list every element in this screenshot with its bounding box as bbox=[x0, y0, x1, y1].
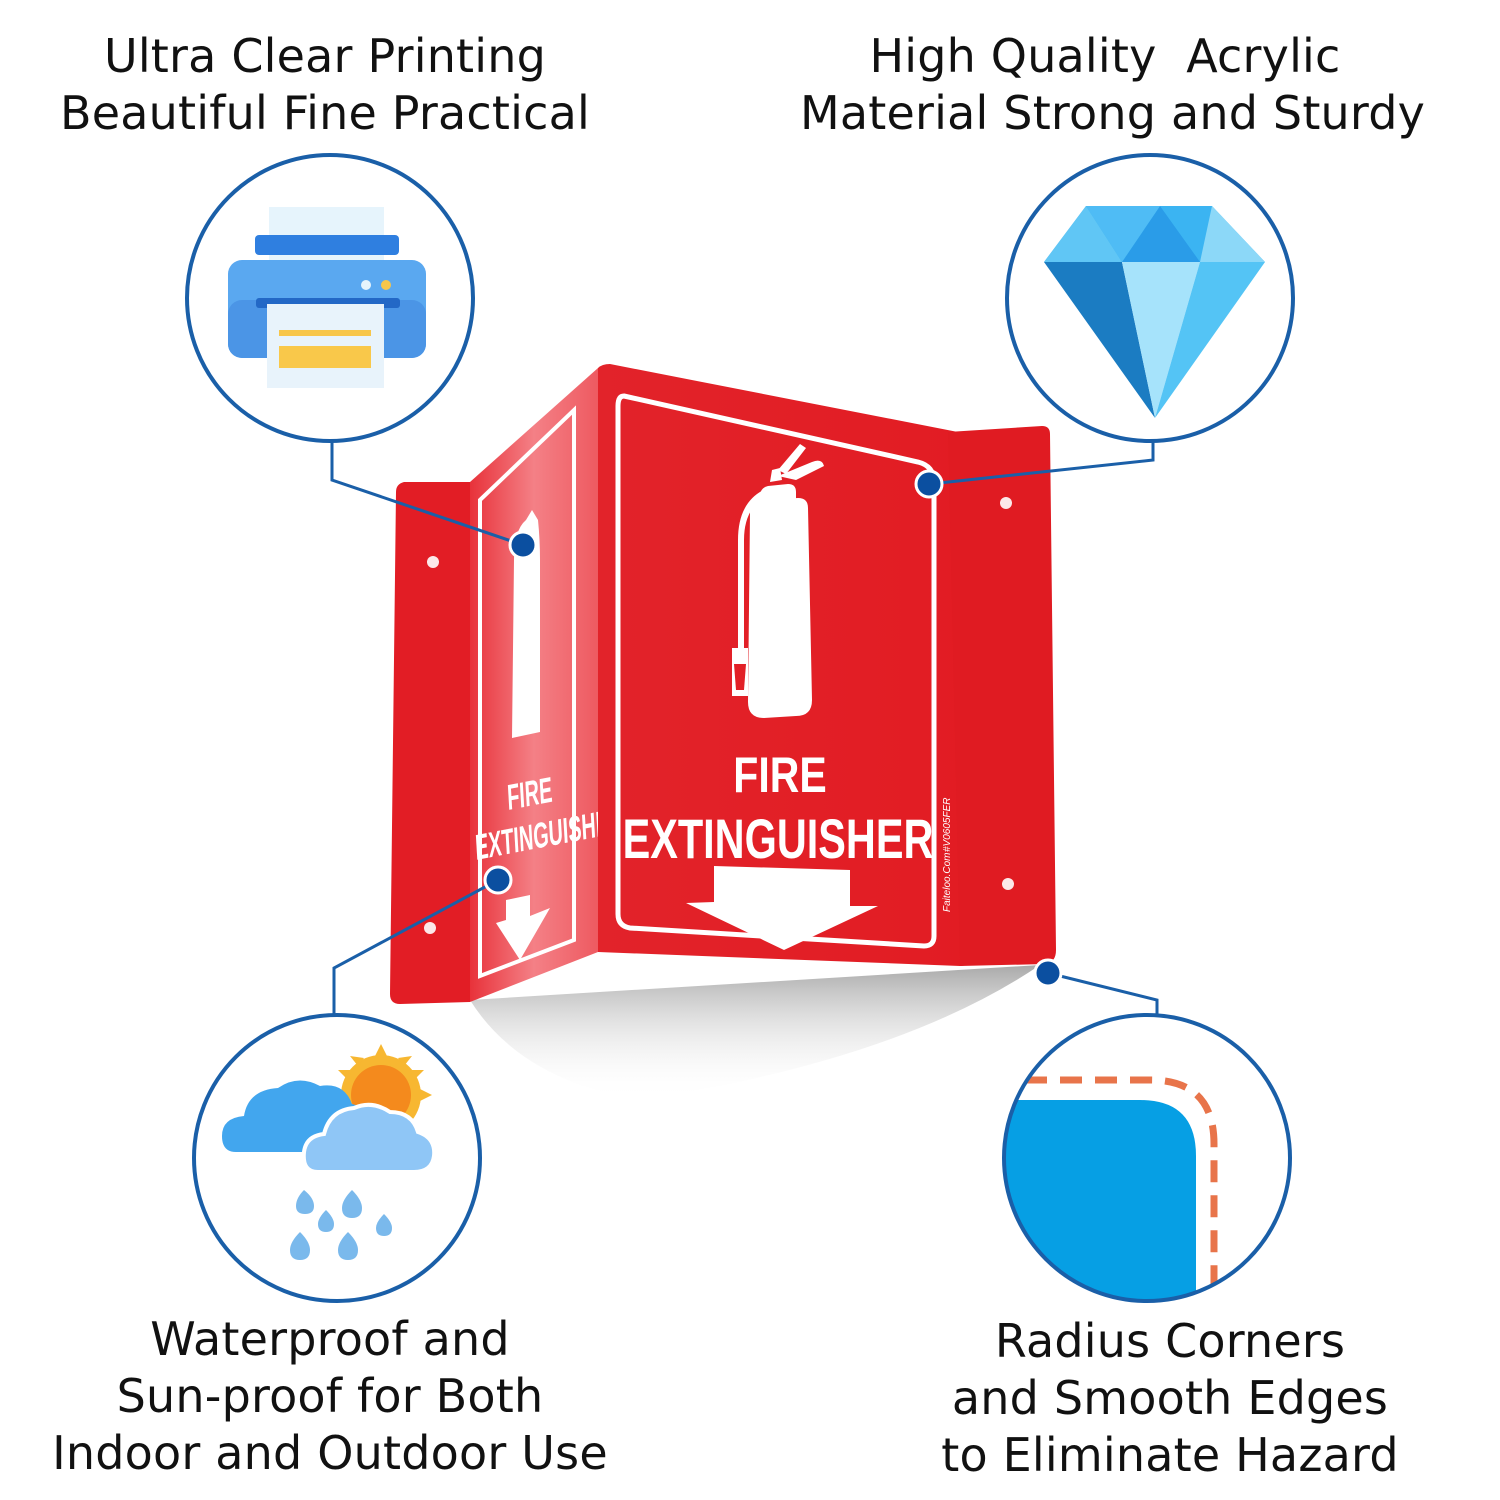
callout-circle-corners bbox=[1002, 1013, 1292, 1303]
sign-title-line1: FIRE bbox=[733, 747, 826, 803]
callout-line-weather bbox=[332, 878, 499, 1016]
callout-line-material bbox=[929, 440, 1155, 486]
feature-text-material: High Quality Acrylic Material Strong and… bbox=[800, 28, 1426, 142]
feature-line: Beautiful Fine Practical bbox=[60, 86, 590, 140]
feature-text-printing: Ultra Clear Printing Beautiful Fine Prac… bbox=[40, 28, 610, 142]
rounded-corner-icon bbox=[1005, 1076, 1218, 1300]
feature-line: Waterproof and bbox=[150, 1312, 510, 1366]
feature-text-weatherproof: Waterproof and Sun-proof for Both Indoor… bbox=[30, 1311, 630, 1482]
feature-line: to Eliminate Hazard bbox=[941, 1428, 1399, 1482]
cloud-icon bbox=[222, 1080, 437, 1174]
feature-line: Material Strong and Sturdy bbox=[800, 86, 1426, 140]
left-panel-arrow bbox=[496, 895, 550, 960]
raindrops-icon bbox=[290, 1190, 392, 1260]
feature-line: Radius Corners bbox=[994, 1314, 1346, 1368]
arrow-down-icon bbox=[686, 866, 878, 950]
fire-extinguisher-sign: FIRE EXTINGUISHER FIRE EXTINGUISHER Fait… bbox=[390, 364, 1056, 1100]
left-panel-extinguisher bbox=[512, 510, 540, 738]
callout-dot bbox=[1033, 958, 1063, 988]
callout-line-printing bbox=[330, 440, 524, 547]
diamond-icon bbox=[1044, 206, 1265, 418]
sign-brand: Faiteloo.Com bbox=[942, 853, 953, 912]
mount-hole bbox=[427, 556, 439, 568]
mount-hole bbox=[1002, 878, 1014, 890]
callout-dot bbox=[914, 469, 944, 499]
feature-line: Sun-proof for Both bbox=[116, 1369, 544, 1423]
callout-dot bbox=[483, 865, 513, 895]
weather-icon bbox=[222, 1044, 437, 1260]
left-panel-text: FIRE bbox=[506, 771, 553, 819]
sign-shadow bbox=[470, 965, 1040, 1100]
sign-left-flange bbox=[390, 482, 470, 1004]
sign-sku: #V0605FER bbox=[942, 798, 953, 852]
sign-right-flange bbox=[948, 426, 1056, 966]
mount-hole bbox=[424, 922, 436, 934]
callout-line-corners bbox=[1047, 971, 1159, 1016]
callout-dots bbox=[483, 469, 1063, 988]
sign-title-line2: EXTINGUISHER bbox=[623, 808, 934, 871]
printer-icon bbox=[228, 207, 426, 388]
feature-line: Ultra Clear Printing bbox=[103, 29, 547, 83]
fire-extinguisher-icon bbox=[732, 444, 824, 718]
feature-line: Indoor and Outdoor Use bbox=[52, 1426, 608, 1480]
mount-hole bbox=[1000, 497, 1012, 509]
feature-line: High Quality Acrylic bbox=[869, 29, 1341, 83]
sign-left-panel-border bbox=[478, 405, 576, 979]
callout-lines bbox=[330, 440, 1159, 1016]
feature-text-corners: Radius Corners and Smooth Edges to Elimi… bbox=[930, 1313, 1410, 1484]
feature-line: and Smooth Edges bbox=[951, 1371, 1389, 1425]
callout-dot bbox=[508, 530, 538, 560]
